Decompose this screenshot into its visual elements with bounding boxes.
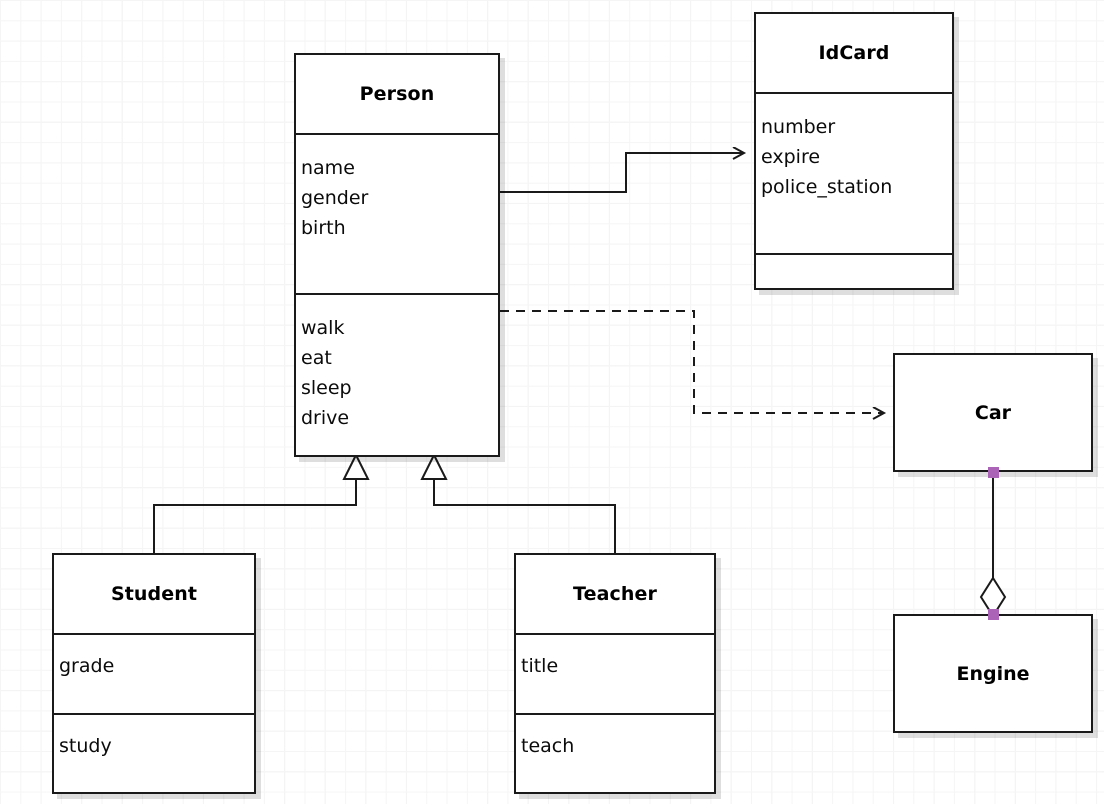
class-title-engine: Engine — [956, 662, 1030, 685]
class-title-person: Person — [359, 83, 435, 105]
class-box-idcard[interactable]: IdCard number expire police_station — [754, 12, 954, 290]
attribute-item: title — [521, 655, 559, 677]
method-item: sleep — [301, 377, 352, 400]
attribute-item: expire — [761, 146, 821, 169]
class-box-person[interactable]: Person name gender birth walk eat sleep … — [294, 53, 500, 457]
class-box-car[interactable]: Car — [893, 353, 1093, 472]
class-title-car: Car — [974, 401, 1012, 424]
attribute-item: gender — [301, 187, 369, 210]
class-box-engine[interactable]: Engine — [893, 614, 1093, 733]
class-methods-student: study — [54, 713, 254, 792]
attribute-item: birth — [301, 217, 346, 240]
edge-car-engine[interactable] — [979, 472, 1007, 618]
class-attributes-teacher: title — [516, 633, 714, 713]
attribute-item: grade — [59, 655, 115, 677]
connector-handle-source[interactable] — [988, 467, 999, 478]
class-title-student: Student — [110, 583, 198, 605]
edge-student-person[interactable] — [153, 452, 370, 553]
class-methods-idcard — [756, 253, 952, 288]
method-item: teach — [521, 735, 575, 757]
attribute-item: number — [761, 116, 836, 138]
edge-teacher-person[interactable] — [420, 452, 616, 553]
class-title-idcard: IdCard — [818, 42, 890, 64]
edge-person-car[interactable] — [500, 310, 884, 413]
method-item: drive — [301, 407, 350, 430]
connector-handle-target[interactable] — [988, 609, 999, 620]
method-item: study — [59, 735, 112, 757]
class-title-teacher: Teacher — [573, 583, 657, 605]
class-attributes-idcard: number expire police_station — [756, 92, 952, 253]
class-methods-person: walk eat sleep drive — [296, 293, 498, 455]
method-item: walk — [301, 317, 345, 339]
class-attributes-person: name gender birth — [296, 133, 498, 293]
attribute-item: police_station — [761, 176, 893, 199]
attribute-item: name — [301, 157, 355, 179]
class-box-teacher[interactable]: Teacher title teach — [514, 553, 716, 794]
class-box-student[interactable]: Student grade study — [52, 553, 256, 794]
class-attributes-student: grade — [54, 633, 254, 713]
method-item: eat — [301, 347, 332, 370]
class-methods-teacher: teach — [516, 713, 714, 792]
edge-person-idcard[interactable] — [500, 153, 744, 193]
